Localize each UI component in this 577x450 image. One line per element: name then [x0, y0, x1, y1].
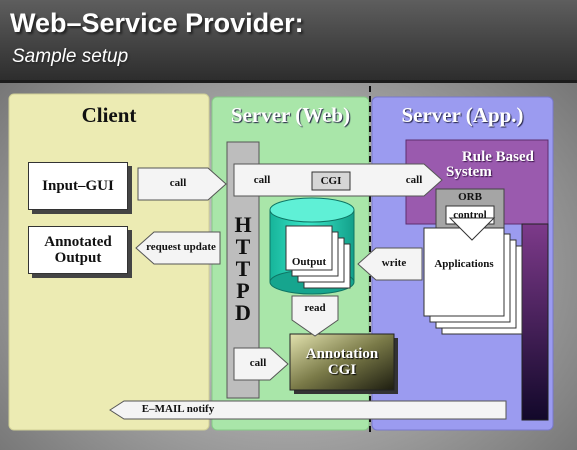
app-vertical-bar	[521, 223, 549, 421]
email-notify-arrow	[109, 400, 507, 420]
page-subtitle: Sample setup	[12, 46, 129, 67]
server-app-heading: Server (App.)	[401, 103, 524, 127]
httpd-label: H T T P D	[228, 214, 258, 324]
request-update-arrow	[135, 231, 221, 265]
httpd-letter: D	[235, 300, 251, 325]
rule-based-system-label: Rule Based System	[406, 150, 548, 180]
httpd-letter: H	[234, 212, 252, 237]
annotation-cgi-label-line1: Annotation	[305, 346, 379, 362]
call-client-label: call	[169, 177, 187, 189]
cgi-box	[311, 171, 351, 191]
control-down-arrow	[448, 217, 496, 241]
cgi-label: CGI	[320, 175, 342, 187]
input-gui-label: Input–GUI	[42, 178, 114, 194]
annotation-cgi-label: Annotation CGI	[290, 346, 394, 378]
rule-based-label-line1: Rule Based	[461, 149, 534, 165]
annotation-cgi-label-line2: CGI	[327, 362, 357, 378]
input-gui-box: Input–GUI	[28, 162, 128, 210]
httpd-letter: T	[235, 234, 251, 259]
cylinder-top	[269, 197, 355, 223]
call-annotation-arrow	[233, 347, 289, 381]
applications-label: Applications	[434, 258, 494, 270]
call-annotation-label: call	[249, 357, 267, 369]
client-heading: Client	[81, 103, 137, 127]
httpd-letter: P	[236, 278, 250, 303]
annotation-cgi-box	[289, 333, 395, 391]
rule-based-label-line2: System	[446, 164, 492, 180]
read-arrow	[291, 295, 339, 337]
orb-label: ORB	[458, 191, 482, 203]
annotated-output-label-line2: Output	[54, 250, 102, 266]
write-arrow	[357, 247, 423, 281]
page-title: Web–Service Provider:	[10, 8, 304, 38]
read-label: read	[304, 302, 326, 314]
server-web-heading: Server (Web)	[230, 103, 351, 127]
output-page-front	[285, 225, 333, 271]
header-bar	[0, 0, 577, 82]
applications-page-front	[423, 227, 505, 317]
control-label: control	[453, 209, 487, 221]
call-app-label: call	[405, 174, 423, 186]
call-httpd-label: call	[253, 174, 271, 186]
annotated-output-label-line1: Annotated	[44, 234, 112, 250]
call-client-arrow	[137, 167, 227, 201]
output-label: Output	[291, 256, 327, 268]
write-label: write	[381, 257, 407, 269]
request-update-label: request update	[146, 241, 216, 253]
annotated-output-box: Annotated Output	[28, 226, 128, 274]
email-notify-label: E–MAIL notify	[141, 403, 215, 415]
httpd-letter: T	[235, 256, 251, 281]
header-divider	[0, 80, 577, 83]
